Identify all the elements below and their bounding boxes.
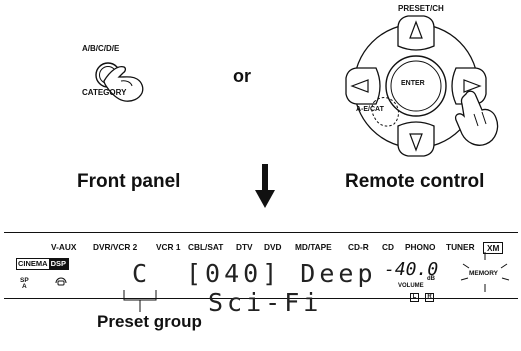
left-arrow-icon (350, 79, 369, 93)
up-button (397, 15, 435, 51)
front-button-sublabel: CATEGORY (82, 88, 127, 97)
input-selector-row: V-AUX DVR/VCR 2 VCR 1 CBL/SAT DTV DVD MD… (0, 242, 521, 258)
cinema-dsp-logo: CINEMA DSP (16, 258, 70, 270)
sp-sub-label: A (21, 283, 27, 290)
finger-icon (103, 65, 144, 102)
remote-dpad-illustration (345, 15, 499, 157)
right-button (451, 67, 487, 105)
front-panel-caption: Front panel (77, 171, 181, 192)
volume-unit: dB (427, 276, 435, 282)
input-dvd: DVD (264, 242, 282, 252)
input-cd: CD (382, 242, 394, 252)
preset-group-bracket (123, 290, 157, 312)
preset-group-callout: Preset group (97, 312, 202, 331)
input-phono: PHONO (405, 242, 436, 252)
down-arrow-icon (255, 164, 275, 208)
remote-enter-label: ENTER (401, 80, 425, 87)
left-button (345, 67, 381, 105)
front-panel-button-illustration (95, 62, 144, 102)
down-button (397, 121, 435, 157)
input-md-tape: MD/TAPE (295, 242, 332, 252)
input-vcr1: VCR 1 (156, 242, 181, 252)
front-button-label: A/B/C/D/E (82, 44, 120, 53)
dashed-finger-icon (371, 97, 399, 127)
input-v-aux: V-AUX (51, 242, 77, 252)
sp-label: SP (20, 277, 29, 284)
input-dtv: DTV (236, 242, 253, 252)
up-arrow-icon (409, 20, 423, 39)
remote-top-label: PRESET/CH (398, 4, 444, 13)
volume-value: -40.0 (384, 259, 439, 280)
preset-text-line2: Sci-Fi (208, 288, 323, 317)
front-display-panel (4, 232, 518, 299)
input-dvr-vcr2: DVR/VCR 2 (93, 242, 138, 252)
down-arrow-icon (409, 133, 423, 152)
input-tuner: TUNER (446, 242, 475, 252)
sp-indicator: SP A (20, 277, 29, 290)
memory-flash-rays (460, 252, 510, 292)
input-xm: XM (483, 242, 504, 254)
dsp-logo-text: DSP (48, 259, 69, 269)
preset-text-line1: [040] Deep (186, 259, 377, 288)
headphone-icon (55, 277, 67, 286)
channel-right-indicator: R (425, 293, 434, 302)
memory-indicator: MEMORY (469, 270, 499, 277)
remote-left-sublabel: A-E/CAT (356, 106, 384, 113)
or-label: or (233, 66, 251, 86)
channel-left-indicator: L (410, 293, 419, 302)
volume-readout: -40.0 (384, 259, 438, 280)
remote-control-caption: Remote control (345, 171, 485, 192)
right-arrow-icon (463, 79, 482, 93)
hand-icon (454, 90, 499, 146)
preset-group-char: C (132, 259, 152, 288)
cinema-logo-text: CINEMA (18, 259, 48, 268)
input-cbl-sat: CBL/SAT (188, 242, 224, 252)
input-cd-r: CD-R (348, 242, 369, 252)
enter-button (385, 55, 447, 117)
volume-label: VOLUME (398, 283, 424, 289)
